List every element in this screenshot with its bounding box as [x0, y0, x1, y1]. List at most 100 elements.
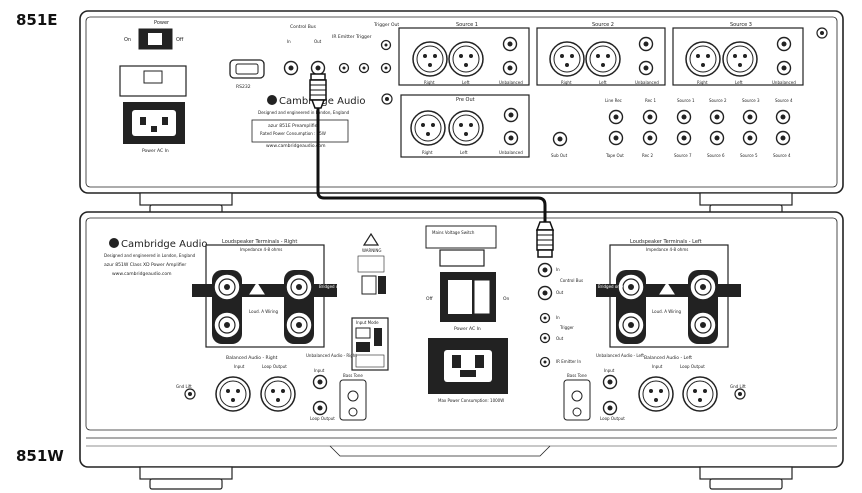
top-source-1-rca-1[interactable]	[502, 36, 518, 52]
top-row-rca-1b[interactable]	[608, 130, 624, 146]
top-row-rca-6b[interactable]	[775, 130, 791, 146]
bottom-bass-tone-left[interactable]: Bass Tone	[563, 373, 591, 421]
top-row-rca-2a[interactable]	[642, 109, 658, 125]
bottom-power-consumption: Max Power Consumption: 1000W	[438, 398, 504, 403]
top-power-switch[interactable]: Power On Off	[124, 20, 184, 50]
top-trigger-out-jack-2[interactable]	[380, 62, 392, 74]
top-row-rca-3b[interactable]	[676, 130, 692, 146]
speaker-left-title: Loudspeaker Terminals - Left	[630, 239, 702, 245]
top-row-label-2: Rec 1	[645, 98, 657, 103]
top-source-3-xlr-right[interactable]	[685, 41, 721, 77]
top-source-1-unbal-label: Unbalanced	[499, 80, 523, 85]
speaker-right-sub: Impedance 4-8 ohms	[240, 247, 282, 252]
speaker-left-bridged: Bridged only	[598, 284, 624, 289]
speaker-right-post-1[interactable]	[213, 273, 241, 301]
unbalanced-left-input-rca[interactable]	[602, 374, 618, 390]
top-rs232-port[interactable]: RS232	[229, 59, 265, 90]
top-source-1-rca-2[interactable]	[502, 60, 518, 76]
top-source-2-xlr-left[interactable]	[585, 41, 621, 77]
top-control-bus-out-jack[interactable]	[310, 60, 326, 76]
top-row-label-5: Source 3	[742, 98, 760, 103]
bottom-brand-block: Cambridge Audio Designed and engineered …	[104, 238, 208, 277]
bottom-trigger-out-jack[interactable]	[539, 332, 551, 344]
top-row-label-1: Line Rec	[605, 98, 622, 103]
top-source-3-right-label: Right	[697, 80, 708, 85]
top-ground-terminal-2[interactable]	[816, 27, 828, 39]
top-source-1-label: Source 1	[456, 22, 478, 28]
cable-plug-top	[309, 73, 327, 109]
speaker-right-post-4[interactable]	[285, 311, 313, 339]
bottom-trigger-out-label: Out	[556, 336, 564, 341]
top-trigger-jack[interactable]	[358, 62, 370, 74]
bottom-trigger-in-jack[interactable]	[539, 312, 551, 324]
top-source-2-rca-1[interactable]	[638, 36, 654, 52]
top-pre-out-xlr-left[interactable]	[448, 110, 484, 146]
bottom-control-column: In Control Bus Out In Trigger Out IR Emi…	[537, 262, 583, 368]
bottom-control-bus-in-jack[interactable]	[537, 262, 553, 278]
top-row-rca-3a[interactable]	[676, 109, 692, 125]
unbalanced-right-input-rca[interactable]	[312, 374, 328, 390]
bottom-gnd-left[interactable]: Gnd Lift	[730, 384, 746, 400]
top-source-group-3: Source 3 Right Left Unbalanced	[672, 22, 804, 86]
top-pre-out-rca-1[interactable]	[503, 107, 519, 123]
top-source-3-left-label: Left	[735, 80, 743, 85]
top-pre-out-left-label: Left	[460, 150, 468, 155]
balanced-right-label: Balanced Audio - Right	[226, 355, 278, 361]
top-ground-terminal[interactable]	[381, 93, 393, 105]
top-source-1-right-label: Right	[424, 80, 435, 85]
balanced-right-loop-xlr[interactable]	[260, 376, 296, 412]
speaker-right-post-3[interactable]	[213, 311, 241, 339]
top-row2-label-2: Rec 2	[642, 153, 654, 158]
top-pre-out-xlr-right[interactable]	[410, 110, 446, 146]
unbalanced-left-loop-rca[interactable]	[602, 400, 618, 416]
top-row-rca-5b[interactable]	[742, 130, 758, 146]
top-power-label: Power	[154, 20, 170, 26]
top-source-2-xlr-right[interactable]	[549, 41, 585, 77]
bottom-ir-emitter-jack[interactable]	[539, 356, 551, 368]
top-control-bus-in-jack[interactable]	[283, 60, 299, 76]
top-pre-out-rca-2[interactable]	[503, 130, 519, 146]
top-source-2-unbal-label: Unbalanced	[635, 80, 659, 85]
top-row-label-4: Source 2	[709, 98, 727, 103]
top-source-1-xlr-right[interactable]	[412, 41, 448, 77]
top-row-rca-6a[interactable]	[775, 109, 791, 125]
bottom-power-switch[interactable]: Off On Power AC In	[426, 272, 510, 332]
speaker-right-bridged: Bridged only	[319, 284, 345, 289]
balanced-left-loop-xlr[interactable]	[682, 376, 718, 412]
speaker-left-post-3[interactable]	[617, 311, 645, 339]
top-source-3-xlr-left[interactable]	[722, 41, 758, 77]
bottom-power-off-label: Off	[426, 296, 434, 302]
balanced-left-input-xlr[interactable]	[638, 376, 674, 412]
speaker-left-sub: Impedance 4-8 ohms	[646, 247, 688, 252]
top-row-rca-1a[interactable]	[608, 109, 624, 125]
top-control-bus-label: Control Bus	[290, 24, 317, 30]
top-row-rca-5a[interactable]	[742, 109, 758, 125]
top-pre-out-unbal-label: Unbalanced	[499, 150, 523, 155]
top-row-rca-4a[interactable]	[709, 109, 725, 125]
top-source-3-rca-2[interactable]	[776, 60, 792, 76]
speaker-right-post-2[interactable]	[285, 273, 313, 301]
bottom-gnd-right[interactable]: Gnd Lift	[176, 384, 196, 400]
top-row-rca-2b[interactable]	[642, 130, 658, 146]
bottom-control-bus-label: Control Bus	[560, 278, 583, 283]
speaker-left-post-2[interactable]	[689, 273, 717, 301]
top-mains-label: Power AC In	[142, 148, 169, 154]
top-row-rca-4b[interactable]	[709, 130, 725, 146]
bottom-input-mode[interactable]: Input Mode	[351, 317, 389, 371]
top-source-3-rca-1[interactable]	[776, 36, 792, 52]
unbalanced-right-loop-rca[interactable]	[312, 400, 328, 416]
speaker-right-wiring: Loud. A Wiring	[249, 309, 279, 314]
speaker-left-post-4[interactable]	[689, 311, 717, 339]
bottom-control-bus-out-jack[interactable]	[537, 285, 553, 301]
top-source-2-rca-2[interactable]	[638, 60, 654, 76]
bottom-model-label: azur 851W Class XD Power Amplifier	[104, 262, 186, 268]
top-trigger-out-jack-1[interactable]	[380, 39, 392, 51]
bottom-trigger-in-label: In	[556, 315, 560, 320]
top-source-1-xlr-left[interactable]	[448, 41, 484, 77]
top-ir-emitter-jack[interactable]	[338, 62, 350, 74]
balanced-right-input-xlr[interactable]	[215, 376, 251, 412]
top-source-2-right-label: Right	[561, 80, 572, 85]
top-sub-out-jack[interactable]	[552, 131, 568, 147]
bottom-power-label: Power AC In	[454, 326, 481, 332]
bottom-bass-tone-right[interactable]: Bass Tone	[339, 373, 367, 421]
